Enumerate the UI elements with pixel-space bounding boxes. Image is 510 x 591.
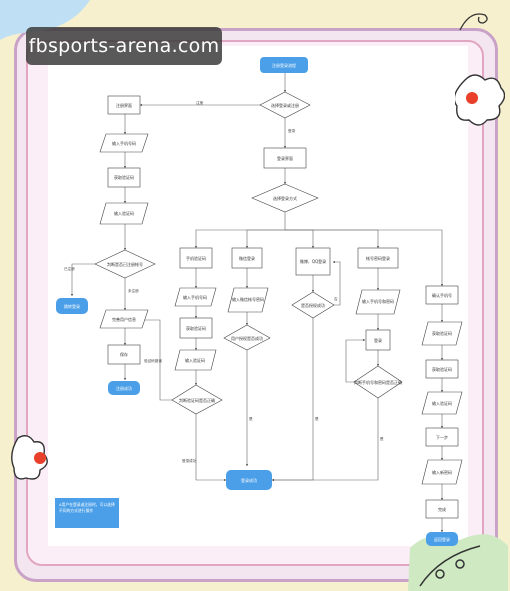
svg-text:保存: 保存	[120, 351, 128, 357]
svg-text:判断是否已注册帐号: 判断是否已注册帐号	[107, 261, 143, 267]
svg-text:输入手机号和密码: 输入手机号和密码	[362, 298, 394, 304]
svg-text:是否授权成功: 是否授权成功	[301, 302, 325, 308]
node-method-phone: 手机验证码	[179, 247, 213, 269]
swirl-top-right-icon	[459, 13, 488, 31]
node-wechat-check: 用户授权是否成功	[223, 324, 271, 351]
edge-label-no-social: 否	[334, 297, 338, 301]
svg-text:判断手机号和密码是否正确: 判断手机号和密码是否正确	[354, 379, 402, 385]
node-input-phone: 输入手机号码	[99, 133, 149, 153]
svg-text:完善用户信息: 完善用户信息	[112, 316, 136, 322]
node-wechat-auth: 输入微信帐号密码	[227, 287, 269, 313]
node-login-success: 登录成功	[226, 470, 272, 490]
svg-text:登录: 登录	[374, 337, 382, 343]
node-login-page: 登录界面	[263, 147, 307, 169]
edge-label-register: 注册	[196, 100, 204, 105]
flower-left-icon	[11, 435, 48, 480]
node-password-check: 判断手机号和密码是否正确	[353, 365, 403, 399]
node-register-page: 注册界面	[107, 95, 141, 115]
edge-label-login-ok: 登录成功	[182, 458, 197, 463]
svg-text:帐号密码登录: 帐号密码登录	[366, 255, 390, 261]
svg-text:登录界面: 登录界面	[277, 155, 293, 161]
svg-text:获取验证码: 获取验证码	[186, 325, 206, 331]
svg-text:获取验证码: 获取验证码	[432, 366, 452, 372]
node-forgot-back: 返回登录	[426, 532, 458, 546]
edge-label-yes-password: 是	[380, 436, 384, 441]
node-choose: 选择登录或注册	[259, 91, 311, 119]
node-forgot-input-code: 输入验证码	[421, 391, 463, 415]
node-start: 注册登录流程	[260, 57, 308, 73]
svg-text:选择登录方式: 选择登录方式	[273, 195, 297, 201]
node-phone-check: 判断验证码是否正确	[171, 384, 223, 415]
node-set-user-info: 完善用户信息	[99, 309, 149, 329]
node-forgot-get-code: 获取验证码	[425, 359, 459, 379]
node-phone-input-code: 输入验证码	[174, 349, 217, 371]
svg-text:登录成功: 登录成功	[241, 477, 257, 483]
svg-text:输入微信帐号密码: 输入微信帐号密码	[232, 296, 264, 302]
node-get-code: 获取验证码	[107, 167, 141, 188]
edge-label-not-registered: 未注册	[128, 288, 139, 293]
svg-text:输入验证码: 输入验证码	[432, 400, 452, 406]
edge-label-yes-social: 是	[315, 416, 319, 421]
node-choose-method: 选择登录方式	[251, 183, 319, 213]
watermark: fbsports-arena.com	[26, 27, 222, 65]
node-method-forgot: 确认手机号	[425, 285, 459, 305]
svg-text:输入手机号码: 输入手机号码	[183, 294, 207, 300]
node-input-code: 输入验证码	[99, 202, 149, 225]
svg-text:获取验证码: 获取验证码	[432, 330, 452, 336]
svg-text:确认手机号: 确认手机号	[432, 292, 452, 298]
node-social-check: 是否授权成功	[291, 291, 335, 319]
node-phone-get-code: 获取验证码	[179, 317, 213, 339]
node-save: 保存	[107, 344, 141, 365]
node-reg-success: 注册成功	[108, 381, 140, 395]
svg-text:输入新密码: 输入新密码	[432, 469, 452, 475]
edge-label-yes-wechat: 是	[249, 416, 253, 421]
note-box: A用户在登录或注册时，可以选择不同的方式进行操作	[55, 498, 119, 528]
svg-text:手机验证码: 手机验证码	[186, 255, 206, 261]
svg-text:输入验证码: 输入验证码	[185, 357, 205, 363]
node-password-login: 登录	[365, 329, 391, 351]
svg-text:输入手机号码: 输入手机号码	[112, 140, 136, 146]
svg-text:跳转登录: 跳转登录	[64, 303, 80, 309]
svg-text:返回登录: 返回登录	[434, 536, 450, 542]
edge-labels: 注册 登录 已注册 未注册 验证码错误 登录成功 是 是 是 否	[64, 100, 384, 463]
svg-text:完成: 完成	[438, 506, 446, 512]
leaf-top-left-icon	[0, 0, 90, 40]
node-check-registered: 判断是否已注册帐号	[94, 249, 156, 279]
leaf-bottom-right-icon	[408, 534, 508, 591]
svg-text:注册界面: 注册界面	[116, 102, 132, 108]
edge-label-login: 登录	[288, 128, 296, 133]
edge-label-already: 已注册	[64, 266, 75, 271]
svg-text:获取验证码: 获取验证码	[114, 174, 134, 180]
svg-text:选择登录或注册: 选择登录或注册	[271, 102, 299, 108]
node-forgot-input: 获取验证码	[421, 321, 463, 346]
node-forgot-done: 完成	[425, 499, 459, 519]
node-password-input: 输入手机号和密码	[355, 289, 401, 315]
edge-label-code-error: 验证码错误	[144, 358, 162, 363]
node-method-password: 帐号密码登录	[357, 247, 399, 269]
node-registered: 跳转登录	[56, 298, 88, 314]
node-phone-input: 输入手机号码	[174, 287, 217, 307]
svg-text:用户授权是否成功: 用户授权是否成功	[231, 335, 263, 341]
svg-text:注册登录流程: 注册登录流程	[272, 62, 296, 68]
svg-text:注册成功: 注册成功	[116, 385, 132, 391]
node-method-social: 微博、QQ登录	[295, 247, 331, 276]
node-forgot-next: 下一步	[425, 427, 459, 447]
node-forgot-new-pw: 输入新密码	[421, 459, 463, 485]
node-method-wechat: 微信登录	[231, 247, 263, 269]
svg-text:微信登录: 微信登录	[239, 255, 255, 261]
svg-text:判断验证码是否正确: 判断验证码是否正确	[179, 397, 215, 403]
svg-text:微博、QQ登录: 微博、QQ登录	[300, 258, 326, 264]
svg-text:下一步: 下一步	[436, 434, 448, 440]
svg-text:输入验证码: 输入验证码	[114, 210, 134, 216]
flower-top-right-icon	[455, 74, 505, 126]
